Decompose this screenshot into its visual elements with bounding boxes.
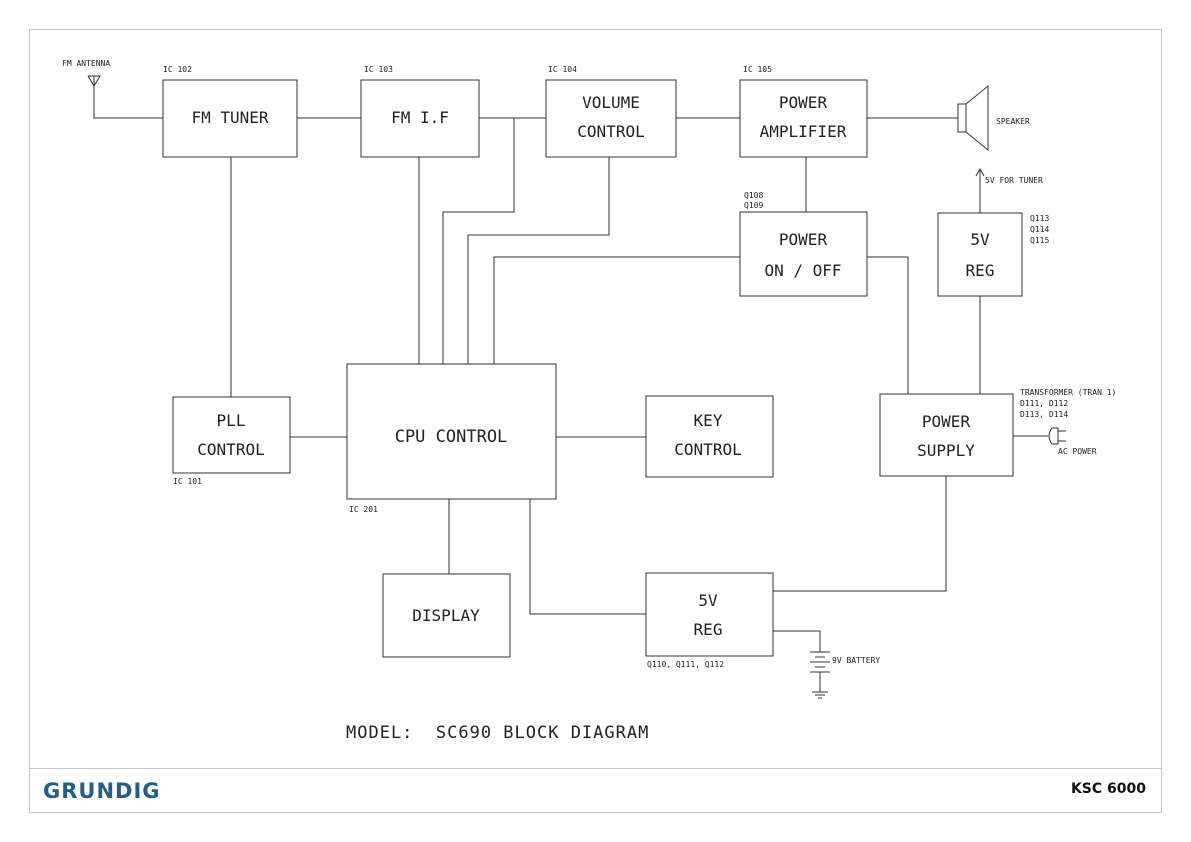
block-key-line1: KEY bbox=[694, 411, 723, 430]
brand-logo: GRUNDIG bbox=[43, 779, 161, 803]
block-fm-tuner: FM TUNER IC 102 bbox=[162, 65, 298, 158]
page-frame bbox=[29, 29, 1162, 813]
block-volume-control: VOLUME CONTROL IC 104 bbox=[545, 65, 677, 158]
block-pll-line1: PLL bbox=[217, 411, 246, 430]
block-key-control: KEY CONTROL bbox=[645, 395, 774, 478]
ac-plug-icon bbox=[1048, 427, 1066, 445]
block-reg-top-line1: 5V bbox=[970, 230, 990, 249]
block-power-supply: POWER SUPPLY bbox=[879, 393, 1014, 477]
antenna-icon bbox=[87, 75, 101, 87]
block-volume-ref: IC 104 bbox=[548, 65, 577, 74]
block-pll-ref: IC 101 bbox=[173, 477, 202, 486]
block-5v-reg-top: 5V REG bbox=[937, 212, 1023, 297]
block-reg-top-line2: REG bbox=[966, 261, 995, 280]
block-reg-bottom-line2: REG bbox=[694, 620, 723, 639]
block-cpu-label: CPU CONTROL bbox=[395, 427, 508, 447]
label-transformer-3: D113, D114 bbox=[1020, 410, 1068, 419]
block-fm-if: FM I.F IC 103 bbox=[360, 65, 480, 158]
block-cpu-control: CPU CONTROL IC 201 bbox=[346, 363, 557, 514]
label-transformer-1: TRANSFORMER (TRAN 1) bbox=[1020, 388, 1116, 397]
annotations: FM ANTENNA SPEAKER 5V FOR TUNER Q113 Q11… bbox=[62, 59, 1116, 743]
block-display: DISPLAY bbox=[382, 573, 511, 658]
wire-audio-cpu bbox=[442, 118, 515, 364]
label-ac-power: AC POWER bbox=[1058, 447, 1097, 456]
wire-poweronoff-supply bbox=[867, 256, 909, 394]
block-5v-reg-bottom: 5V REG bbox=[645, 572, 774, 657]
block-volume-line2: CONTROL bbox=[577, 122, 644, 141]
block-supply-line1: POWER bbox=[922, 412, 971, 431]
label-fm-antenna: FM ANTENNA bbox=[62, 59, 110, 68]
block-display-label: DISPLAY bbox=[412, 606, 480, 625]
block-fm-tuner-label: FM TUNER bbox=[191, 108, 268, 127]
block-fm-tuner-ref: IC 102 bbox=[163, 65, 192, 74]
wire-reg-battery bbox=[773, 630, 821, 652]
label-reg-top-q1: Q113 bbox=[1030, 214, 1049, 223]
block-fm-if-label: FM I.F bbox=[391, 108, 449, 127]
block-power-amplifier: POWER AMPLIFIER IC 105 bbox=[739, 65, 868, 158]
block-fm-if-ref: IC 103 bbox=[364, 65, 393, 74]
speaker-icon bbox=[957, 84, 989, 152]
wire-supply-reg-bottom bbox=[773, 476, 947, 592]
block-onoff-line2: ON / OFF bbox=[764, 261, 841, 280]
block-onoff-line1: POWER bbox=[779, 230, 828, 249]
wire-volume-cpu bbox=[467, 157, 610, 364]
block-reg-bottom-line1: 5V bbox=[698, 591, 718, 610]
block-cpu-ref: IC 201 bbox=[349, 505, 378, 514]
block-pll-line2: CONTROL bbox=[197, 440, 264, 459]
label-9v-battery: 9V BATTERY bbox=[832, 656, 880, 665]
label-reg-top-q3: Q115 bbox=[1030, 236, 1049, 245]
ground-icon bbox=[812, 691, 828, 699]
wires bbox=[93, 85, 1048, 692]
wire-cpu-reg-bottom bbox=[529, 499, 646, 615]
footer-divider bbox=[29, 768, 1162, 769]
block-amp-line2: AMPLIFIER bbox=[760, 122, 847, 141]
wire-poweronoff-cpu bbox=[493, 256, 740, 364]
block-power-onoff: POWER ON / OFF bbox=[739, 211, 868, 297]
label-5v-for-tuner: 5V FOR TUNER bbox=[985, 176, 1043, 185]
label-transformer-2: D111, D112 bbox=[1020, 399, 1068, 408]
block-pll-control: PLL CONTROL IC 101 bbox=[172, 396, 291, 486]
block-supply-line2: SUPPLY bbox=[917, 441, 975, 460]
battery-icon bbox=[810, 651, 830, 673]
model-code: KSC 6000 bbox=[1070, 781, 1146, 797]
block-key-line2: CONTROL bbox=[674, 440, 741, 459]
block-amp-line1: POWER bbox=[779, 93, 828, 112]
label-speaker: SPEAKER bbox=[996, 117, 1030, 126]
wire-antenna-tuner bbox=[93, 85, 163, 119]
block-amp-ref: IC 105 bbox=[743, 65, 772, 74]
label-onoff-q1: Q108 bbox=[744, 191, 763, 200]
arrow-head-5v bbox=[975, 167, 985, 177]
label-onoff-q2: Q109 bbox=[744, 201, 763, 210]
diagram-title: MODEL: SC690 BLOCK DIAGRAM bbox=[346, 723, 649, 743]
label-reg-bottom-q: Q110, Q111, Q112 bbox=[647, 660, 724, 669]
label-reg-top-q2: Q114 bbox=[1030, 225, 1049, 234]
block-volume-line1: VOLUME bbox=[582, 93, 640, 112]
